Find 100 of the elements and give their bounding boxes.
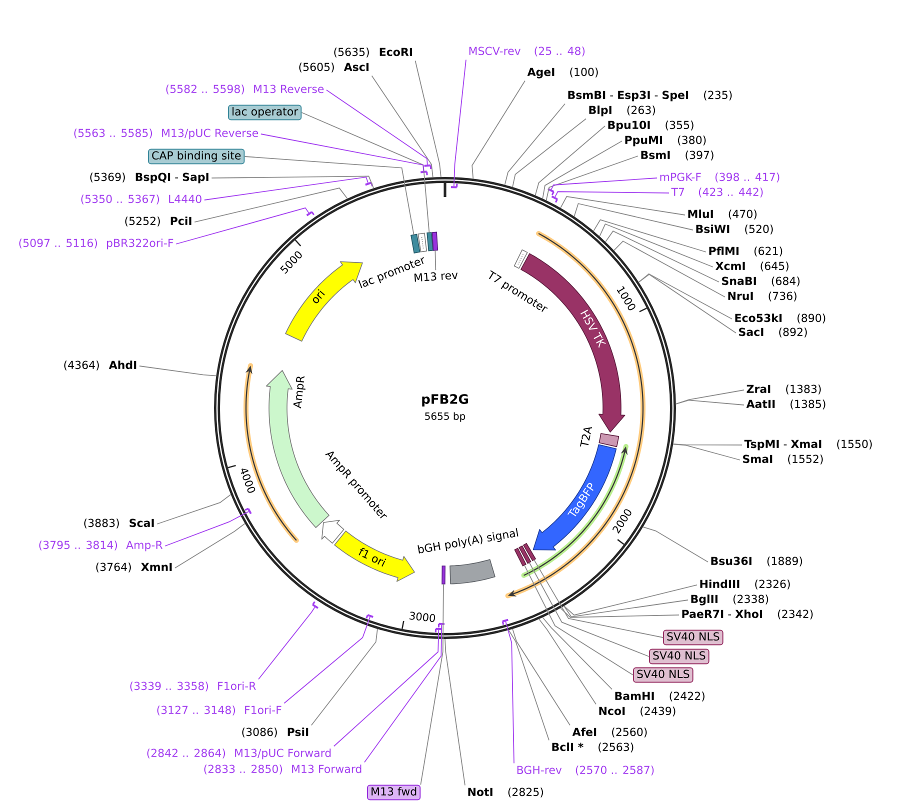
enzyme-label: (5252) PciI <box>125 216 192 226</box>
leader-line <box>260 134 424 172</box>
enzyme-label: PflMI (621) <box>709 246 782 256</box>
leader-line <box>472 80 526 180</box>
primer-label: (2833 .. 2850) M13 Forward <box>204 764 362 774</box>
primer-label: (3127 .. 3148) F1ori-F <box>157 706 282 716</box>
leader-line <box>524 564 634 676</box>
leader-line <box>574 203 694 230</box>
leader-line <box>614 240 726 298</box>
leader-line <box>605 230 720 282</box>
enzyme-label: PaeR7I - XhoI (2342) <box>682 610 813 620</box>
feature-box <box>426 232 434 252</box>
leader-line <box>204 176 368 200</box>
primer-mark <box>551 196 558 203</box>
feature-label: CAP binding site <box>148 148 245 164</box>
leader-line <box>138 366 217 376</box>
feature-box <box>432 232 438 251</box>
primer-label: BGH-rev (2570 .. 2587) <box>517 766 654 776</box>
primer-mark <box>365 182 374 186</box>
leader-line <box>174 523 246 568</box>
leader-line <box>546 156 638 201</box>
leader-line <box>512 118 586 188</box>
leader-line <box>371 75 434 178</box>
leader-line <box>508 630 550 741</box>
primer-label: (5582 .. 5598) M13 Reverse <box>166 84 324 94</box>
leader-line <box>156 494 232 524</box>
leader-line <box>258 606 316 680</box>
leader-line <box>550 178 658 190</box>
leader-line <box>672 444 742 446</box>
leader-line <box>244 156 414 236</box>
feature-label: SV40 NLS <box>663 630 724 646</box>
primer-mark <box>244 508 252 514</box>
leader-line <box>538 618 596 705</box>
feature-label: lac operator <box>228 104 302 120</box>
leader-line <box>310 628 378 726</box>
enzyme-label: BglII (2338) <box>691 594 768 606</box>
leader-line <box>528 562 650 657</box>
enzyme-label: (5369) BspQI - SapI <box>90 172 208 184</box>
leader-line <box>534 559 664 638</box>
enzyme-label: PpuMI (380) <box>625 136 706 146</box>
enzyme-label: (3086) PsiI <box>242 728 308 738</box>
enzyme-label: TspMI - XmaI (1550) <box>744 440 872 450</box>
leader-line <box>564 584 698 616</box>
feature-label: AmpR <box>293 376 306 409</box>
leader-line <box>333 629 440 747</box>
leader-line <box>211 176 374 189</box>
enzyme-label: SmaI (1552) <box>743 454 823 464</box>
enzyme-label: Eco53kI (890) <box>735 314 826 324</box>
leader-line <box>194 188 348 222</box>
leader-line <box>642 526 708 562</box>
feature-label: M13 fwd <box>367 784 421 800</box>
primer-label: MSCV-rev (25 .. 48) <box>469 46 585 56</box>
primer-mark <box>312 601 318 609</box>
leader-line <box>453 59 466 187</box>
enzyme-label: (3883) ScaI <box>84 518 154 528</box>
feature-box <box>514 548 526 566</box>
leader-line <box>560 196 686 216</box>
enzyme-label: BsmI (397) <box>641 150 714 160</box>
leader-line <box>593 219 706 252</box>
enzyme-label: (4364) AhdI <box>64 360 136 370</box>
leader-line <box>164 511 250 546</box>
enzyme-label: BamHI (2422) <box>615 692 704 702</box>
enzyme-label: SacI (892) <box>739 328 807 338</box>
primer-mark <box>434 628 442 632</box>
tick-label: 3000 <box>409 612 436 622</box>
leader-line <box>176 207 310 244</box>
leader-line <box>420 584 444 786</box>
leader-line <box>512 628 570 726</box>
feature-box <box>442 566 446 584</box>
enzyme-label: Bsu36I (1889) <box>711 556 802 566</box>
primer-mark <box>502 618 508 625</box>
leader-line <box>676 400 744 406</box>
primer-label: (5350 .. 5367) L4440 <box>81 194 202 204</box>
feature-label: SV40 NLS <box>649 648 710 664</box>
primer-label: (3795 .. 3814) Amp-R <box>39 540 162 552</box>
leader-line <box>542 616 612 690</box>
primer-mark <box>450 184 458 188</box>
primer-mark <box>438 622 444 628</box>
leader-line <box>434 250 436 271</box>
enzyme-label: AatII (1385) <box>746 400 826 410</box>
enzyme-label: (5635) EcoRI <box>334 48 412 58</box>
leader-line <box>542 140 622 200</box>
leader-line <box>364 624 442 763</box>
enzyme-label: MluI (470) <box>688 210 757 220</box>
enzyme-label: BclI * (2563) <box>552 742 634 752</box>
leader-line <box>326 90 428 166</box>
primer-mark <box>548 188 554 196</box>
enzyme-label: NruI (736) <box>728 292 796 302</box>
enzyme-label: NotI (2825) <box>468 788 543 798</box>
primer-label: (5563 .. 5585) M13/pUC Reverse <box>74 128 258 140</box>
primer-label: (2842 .. 2864) M13/pUC Forward <box>147 748 331 760</box>
leader-line <box>284 616 370 704</box>
feature-box <box>518 545 532 564</box>
enzyme-label: (3764) XmnI <box>96 562 172 572</box>
enzyme-label: Bpu10I (355) <box>608 120 694 132</box>
enzyme-label: XcmI (645) <box>715 262 788 272</box>
leader-line <box>564 600 688 618</box>
feature-band: f1 ori <box>334 530 415 582</box>
leader-line <box>554 191 670 198</box>
enzyme-label: AfeI (2560) <box>572 728 647 738</box>
